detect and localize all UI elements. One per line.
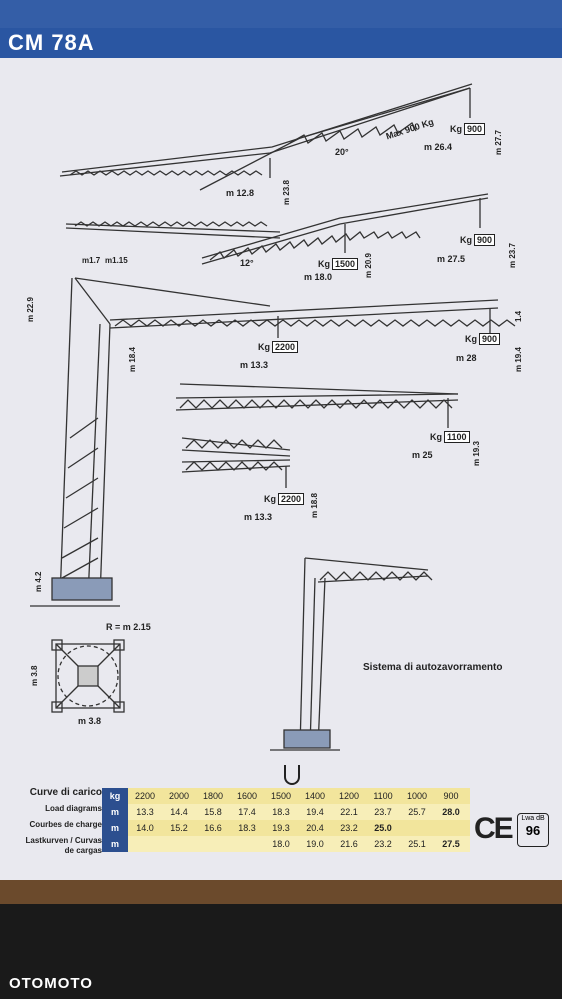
jib-config-3 xyxy=(30,277,516,607)
cell: 22.1 xyxy=(340,807,358,817)
cell: 23.2 xyxy=(340,823,358,833)
cell: 15.2 xyxy=(170,823,188,833)
row-label-2: Courbes de charge xyxy=(29,820,102,829)
unit-3: m xyxy=(102,836,128,852)
cell: 13.3 xyxy=(136,807,154,817)
reach-c4-tip: m 25 xyxy=(412,450,433,460)
reach-c5: m 13.3 xyxy=(244,512,273,522)
cell: 18.3 xyxy=(238,823,256,833)
reach-c1-near: m 12.8 xyxy=(226,188,255,198)
row-1-cells: 13.3 14.4 15.8 17.4 18.3 19.4 22.1 23.7 … xyxy=(128,804,470,820)
cell: 14.4 xyxy=(170,807,188,817)
cell: 19.0 xyxy=(306,839,324,849)
cell: 20.4 xyxy=(306,823,324,833)
cell: 28.0 xyxy=(442,807,460,817)
header-cell: 1100 xyxy=(373,791,393,801)
row-label-1: Load diagrams xyxy=(45,804,102,813)
row-3-cells: 18.0 19.0 21.6 23.2 25.1 27.5 xyxy=(128,836,470,852)
cell: 25.7 xyxy=(408,807,426,817)
ce-mark: CE xyxy=(474,812,514,845)
header-cell: 1400 xyxy=(304,791,326,801)
jib-config-2 xyxy=(65,193,489,265)
reach-c3-tip: m 28 xyxy=(456,353,477,363)
cell: 25.0 xyxy=(374,823,392,833)
angle-20-label: 20° xyxy=(335,147,349,157)
base-side-v: m 3.8 xyxy=(30,665,39,686)
base-plan xyxy=(51,639,125,713)
header-cell: 1200 xyxy=(338,791,360,801)
angle-12-label: 12° xyxy=(240,258,254,268)
base-side-h: m 3.8 xyxy=(78,716,102,726)
height-c5: m 18.8 xyxy=(310,493,319,518)
hook-icon xyxy=(284,765,300,785)
header-bar: CM 78A xyxy=(0,0,562,58)
row-label-0: Curve di carico xyxy=(29,787,102,798)
cell: 17.4 xyxy=(238,807,256,817)
crane-diagram xyxy=(30,83,516,751)
header-cell: 2000 xyxy=(168,791,190,801)
dim-m1-7: m1.7 xyxy=(82,256,101,265)
cell: 23.2 xyxy=(374,839,392,849)
header-cell: 1000 xyxy=(406,791,428,801)
noise-mark: Lwa dB 96 xyxy=(517,813,549,847)
header-cell: 900 xyxy=(443,791,459,801)
cell: 19.3 xyxy=(272,823,290,833)
reach-c2-tip: m 27.5 xyxy=(437,254,466,264)
hook-height-c3: m 18.4 xyxy=(128,347,137,372)
self-ballast-label: Sistema di autozavorramento xyxy=(363,662,503,673)
noise-value: 96 xyxy=(525,823,541,838)
height-c2-tip: m 23.7 xyxy=(508,243,517,268)
reach-c3-mid: m 13.3 xyxy=(240,360,269,370)
cell: 21.6 xyxy=(340,839,358,849)
header-cell: 1500 xyxy=(270,791,292,801)
jib-config-1 xyxy=(59,83,473,191)
jib-config-5 xyxy=(181,437,291,488)
base-radius: R = m 2.15 xyxy=(106,622,151,632)
dim-m1-15: m1.15 xyxy=(105,256,128,265)
header-cell: 1600 xyxy=(236,791,258,801)
cell: 25.1 xyxy=(408,839,426,849)
row-label-3: Lastkurven / Curvas de cargas xyxy=(25,836,102,855)
cell: 15.8 xyxy=(204,807,222,817)
cell: 18.3 xyxy=(272,807,290,817)
page-title: CM 78A xyxy=(8,30,95,55)
header-cells: 2200 2000 1800 1600 1500 1400 1200 1100 … xyxy=(128,788,470,804)
cell: 23.7 xyxy=(374,807,392,817)
row-2-cells: 14.0 15.2 16.6 18.3 19.3 20.4 23.2 25.0 xyxy=(128,820,470,836)
cell: 14.0 xyxy=(136,823,154,833)
height-c4-tip: m 19.3 xyxy=(472,441,481,466)
noise-label: Lwa dB xyxy=(521,815,545,822)
reach-c1-tip: m 26.4 xyxy=(424,142,453,152)
base-height: m 4.2 xyxy=(34,571,43,592)
cell: 16.6 xyxy=(204,823,222,833)
height-c1-near: m 23.8 xyxy=(282,180,291,205)
cell: 27.5 xyxy=(442,839,460,849)
jib-config-4 xyxy=(175,383,459,428)
mast-height: m 22.9 xyxy=(26,297,35,322)
height-c2-mid: m 20.9 xyxy=(364,253,373,278)
header-cell: 1800 xyxy=(202,791,224,801)
header-cell: 2200 xyxy=(134,791,156,801)
unit-1: m xyxy=(102,804,128,820)
watermark-logo: OTOMOTO xyxy=(9,975,93,992)
dark-background xyxy=(0,904,562,999)
self-ballast-crane xyxy=(270,557,433,751)
unit-2: m xyxy=(102,820,128,836)
brochure-page: CM 78A xyxy=(0,0,562,880)
offset-c3: 1.4 xyxy=(514,310,523,322)
cell: 18.0 xyxy=(272,839,290,849)
cell: 19.4 xyxy=(306,807,324,817)
height-c1-tip: m 27.7 xyxy=(494,130,503,155)
height-c3-tip: m 19.4 xyxy=(514,347,523,372)
unit-0: kg xyxy=(102,788,128,804)
reach-c2-mid: m 18.0 xyxy=(304,272,333,282)
shelf-edge xyxy=(0,880,562,904)
